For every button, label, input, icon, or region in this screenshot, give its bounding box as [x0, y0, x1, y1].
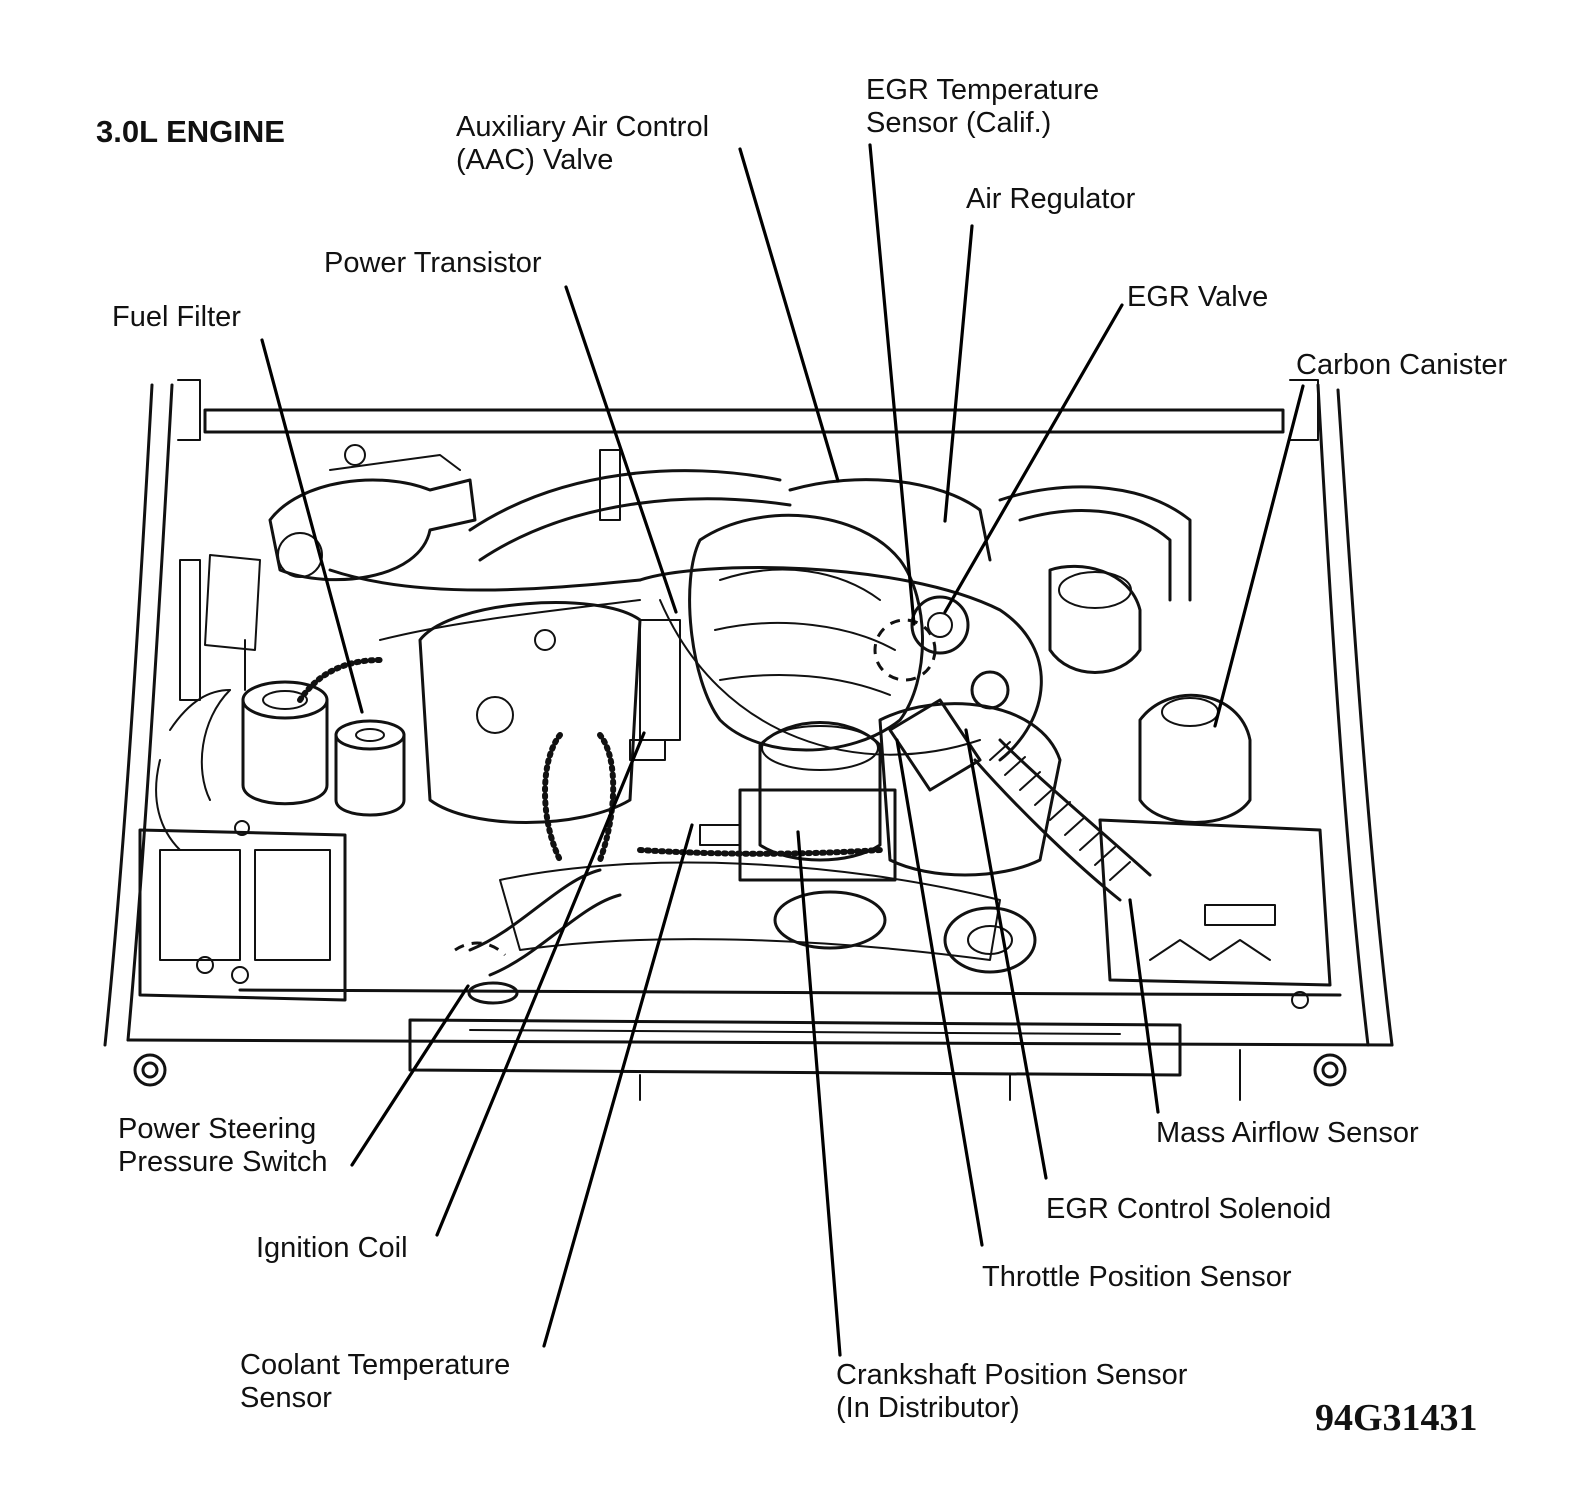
- compartment-outline: [103, 379, 1394, 1101]
- leader-lines: [260, 143, 1305, 1357]
- battery-box: [138, 820, 347, 1002]
- label-crankshaft-position-sensor: Crankshaft Position Sensor (In Distribut…: [836, 1359, 1195, 1424]
- leader-egr-valve: [943, 303, 1124, 614]
- leader-ignition-coil: [435, 731, 646, 1237]
- leader-crankshaft-position: [796, 830, 842, 1357]
- label-power-transistor: Power Transistor: [324, 247, 542, 279]
- leader-fuel-filter: [260, 338, 364, 714]
- air-cleaner: [1048, 564, 1332, 987]
- label-egr-valve: EGR Valve: [1127, 281, 1268, 313]
- diagram-title: 3.0L ENGINE: [96, 114, 285, 149]
- leader-power-transistor: [564, 285, 678, 614]
- intake-duct: [973, 738, 1152, 902]
- label-throttle-position-sensor: Throttle Position Sensor: [982, 1261, 1292, 1293]
- figure-code: 94G31431: [1315, 1397, 1478, 1439]
- leader-egr-control-solenoid: [964, 728, 1048, 1180]
- leader-ps-pressure-switch: [350, 984, 470, 1167]
- distributor: [738, 721, 897, 882]
- label-fuel-filter: Fuel Filter: [112, 301, 241, 333]
- hoses: [468, 449, 1192, 602]
- throttle-body: [179, 444, 477, 701]
- reservoirs: [241, 680, 406, 817]
- leader-coolant-temp-sensor: [542, 823, 694, 1348]
- label-ignition-coil: Ignition Coil: [256, 1232, 408, 1264]
- label-egr-temp-sensor: EGR Temperature Sensor (Calif.): [866, 74, 1107, 139]
- leader-mass-airflow: [1128, 898, 1160, 1114]
- engine-drawing: [103, 379, 1394, 1101]
- leader-carbon-canister: [1213, 384, 1305, 728]
- label-air-regulator: Air Regulator: [966, 183, 1136, 215]
- intake-plenum: [688, 478, 992, 752]
- label-ps-pressure-switch: Power Steering Pressure Switch: [118, 1113, 328, 1178]
- leader-aac-valve: [738, 147, 840, 483]
- leader-egr-temp-sensor: [868, 143, 916, 626]
- labels: 3.0L ENGINE Auxiliary Air Control (AAC) …: [96, 74, 1507, 1439]
- label-coolant-temp-sensor: Coolant Temperature Sensor: [240, 1349, 518, 1414]
- label-aac-valve: Auxiliary Air Control (AAC) Valve: [456, 111, 717, 176]
- leader-air-regulator: [943, 224, 974, 523]
- engine-block: [418, 601, 1062, 974]
- label-carbon-canister: Carbon Canister: [1296, 349, 1507, 381]
- label-mass-airflow-sensor: Mass Airflow Sensor: [1156, 1117, 1419, 1149]
- egr-valve-housing: [873, 595, 1010, 792]
- wiring-harness: [155, 566, 1043, 863]
- label-egr-control-solenoid: EGR Control Solenoid: [1046, 1193, 1331, 1225]
- leader-throttle-position: [895, 738, 984, 1247]
